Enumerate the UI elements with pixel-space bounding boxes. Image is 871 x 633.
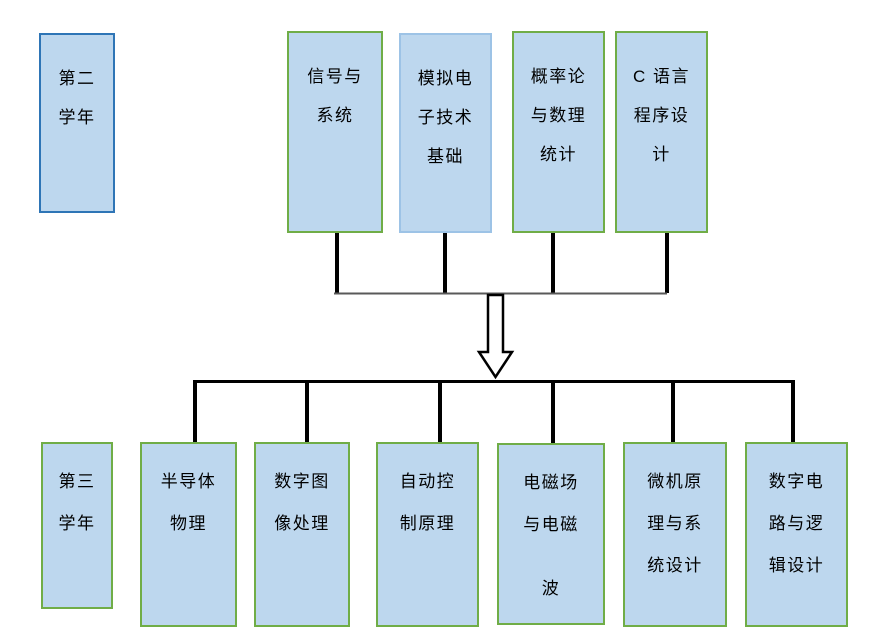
course-label-line: 模拟电 [417,69,474,88]
course-box-microcomputer-system-design: 微机原 理与系 统设计 [623,442,727,627]
course-box-c-programming: C 语言 程序设 计 [615,31,708,233]
course-label-line: 数字电 [768,472,825,491]
course-label-line: 统设计 [647,556,703,575]
course-label-line: 半导体 [160,472,217,491]
down-arrow-icon [476,293,515,380]
course-box-digital-image-processing: 数字图 像处理 [254,442,350,627]
course-label-line: 像处理 [274,514,330,533]
course-label-line: 制原理 [399,514,456,533]
course-box-electromagnetic-fields-waves: 电磁场 与电磁 波 [497,443,605,625]
course-label-line: 自动控 [399,472,456,491]
course-label-line: 统计 [540,145,577,164]
course-label-line: 基础 [427,147,464,166]
course-label-line: 辑设计 [768,556,825,575]
course-label-line: 概率论 [530,67,587,86]
course-box-semiconductor-physics: 半导体 物理 [140,442,237,627]
course-label-line: 与电磁 [523,515,579,534]
year-label-second-year: 第二 学年 [39,33,115,213]
course-box-automatic-control: 自动控 制原理 [376,442,479,627]
course-box-probability-statistics: 概率论 与数理 统计 [512,31,605,233]
year-label-line: 第二 [58,69,96,88]
course-box-analog-electronics: 模拟电 子技术 基础 [399,33,492,233]
course-label-line: 路与逻 [768,514,825,533]
course-label-line: 计 [652,145,671,164]
course-label-line: 系统 [316,106,354,125]
course-label-line: 理与系 [647,514,703,533]
course-label-line: 信号与 [307,67,363,86]
course-label-line: 与数理 [530,106,587,125]
year-label-line: 学年 [58,514,96,533]
course-label-line: 物理 [170,514,207,533]
course-label-line: 数字图 [274,472,330,491]
course-label-line: C 语言 [633,67,690,86]
year-label-line: 学年 [58,108,96,127]
course-label-line: 电磁场 [523,473,579,492]
year-label-line: 第三 [58,472,96,491]
course-box-signals-and-systems: 信号与 系统 [287,31,383,233]
course-box-digital-circuits-logic-design: 数字电 路与逻 辑设计 [745,442,848,627]
course-label-line: 子技术 [417,108,474,127]
course-label-line: 微机原 [647,472,703,491]
year-label-third-year: 第三 学年 [41,442,113,609]
course-label-line: 程序设 [633,106,690,125]
course-label-line: 波 [541,579,561,598]
